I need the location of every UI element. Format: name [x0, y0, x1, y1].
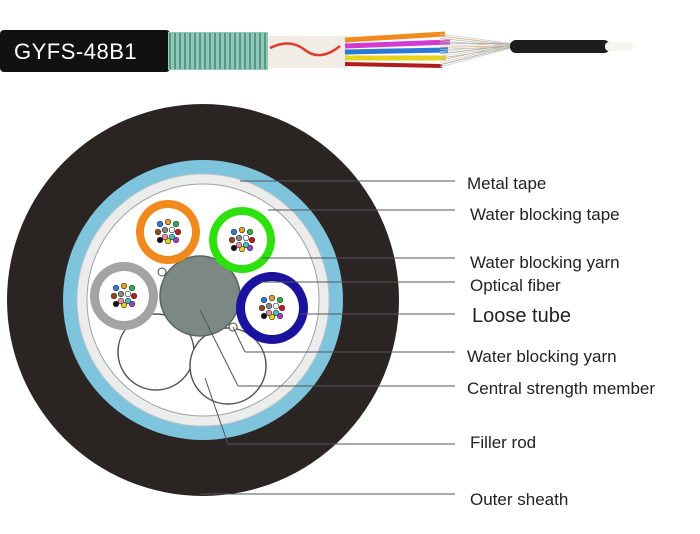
optical-fiber [238, 226, 246, 234]
optical-fiber [120, 282, 128, 290]
armor-segment [168, 32, 268, 70]
optical-fiber [235, 241, 243, 249]
optical-fiber [156, 220, 164, 228]
optical-fiber [278, 304, 286, 312]
central-member-tip [605, 42, 633, 51]
optical-fiber-cluster [154, 218, 182, 245]
loose-tube [209, 207, 275, 273]
optical-fiber [154, 228, 162, 236]
water-blocking-yarn [157, 267, 167, 277]
optical-fiber [228, 236, 236, 244]
label-outer-sheath: Outer sheath [470, 490, 568, 509]
loose-tube [136, 200, 200, 264]
label-water-blocking-yarn-bottom: Water blocking yarn [467, 347, 617, 366]
optical-fiber [235, 234, 243, 242]
central-member-end [510, 40, 610, 53]
optical-fiber-cluster [258, 294, 286, 321]
label-water-blocking-tape: Water blocking tape [470, 205, 620, 224]
optical-fiber [156, 236, 164, 244]
optical-fiber [272, 302, 280, 310]
optical-fiber [112, 300, 120, 308]
optical-fiber [164, 218, 172, 226]
optical-fiber [161, 226, 169, 234]
optical-fiber [248, 236, 256, 244]
cable-sheath-segment [0, 30, 170, 72]
optical-fiber [276, 296, 284, 304]
optical-fiber [172, 220, 180, 228]
optical-fiber [124, 297, 132, 305]
label-water-blocking-yarn-top: Water blocking yarn [470, 253, 620, 272]
optical-fiber [260, 312, 268, 320]
optical-fiber [130, 292, 138, 300]
optical-fiber [174, 228, 182, 236]
optical-fiber [117, 290, 125, 298]
optical-fiber [265, 302, 273, 310]
optical-fiber [272, 309, 280, 317]
optical-fiber [258, 304, 266, 312]
optical-fiber [161, 233, 169, 241]
loose-tube [236, 272, 308, 344]
optical-fiber [110, 292, 118, 300]
optical-fiber [112, 284, 120, 292]
optical-fiber [260, 296, 268, 304]
loose-tube-strands [344, 31, 451, 68]
optical-fiber [128, 284, 136, 292]
optical-fiber [168, 233, 176, 241]
optical-fiber [230, 244, 238, 252]
optical-fiber [124, 290, 132, 298]
cable-photo: GYFS-48B1 [0, 30, 633, 72]
leader-lines [199, 180, 455, 495]
label-central-strength-member: Central strength member [467, 379, 655, 398]
labels: Metal tape Water blocking tape Water blo… [467, 174, 655, 509]
optical-fiber [168, 226, 176, 234]
label-metal-tape: Metal tape [467, 174, 546, 193]
armor-ridges [169, 33, 266, 69]
optical-fiber [265, 309, 273, 317]
label-optical-fiber: Optical fiber [470, 276, 561, 295]
optical-fiber-cluster [110, 282, 138, 309]
bare-fibers [439, 33, 516, 68]
loose-tube [90, 262, 158, 330]
optical-fiber [242, 241, 250, 249]
optical-fiber [117, 297, 125, 305]
optical-fiber [268, 294, 276, 302]
cross-section [7, 104, 399, 496]
optical-fiber [242, 234, 250, 242]
optical-fiber [246, 228, 254, 236]
optical-fiber [230, 228, 238, 236]
ripcord [269, 42, 341, 57]
label-loose-tube: Loose tube [472, 305, 571, 327]
label-filler-rod: Filler rod [470, 433, 536, 452]
model-label: GYFS-48B1 [14, 39, 137, 64]
optical-fiber-cluster [228, 226, 256, 253]
